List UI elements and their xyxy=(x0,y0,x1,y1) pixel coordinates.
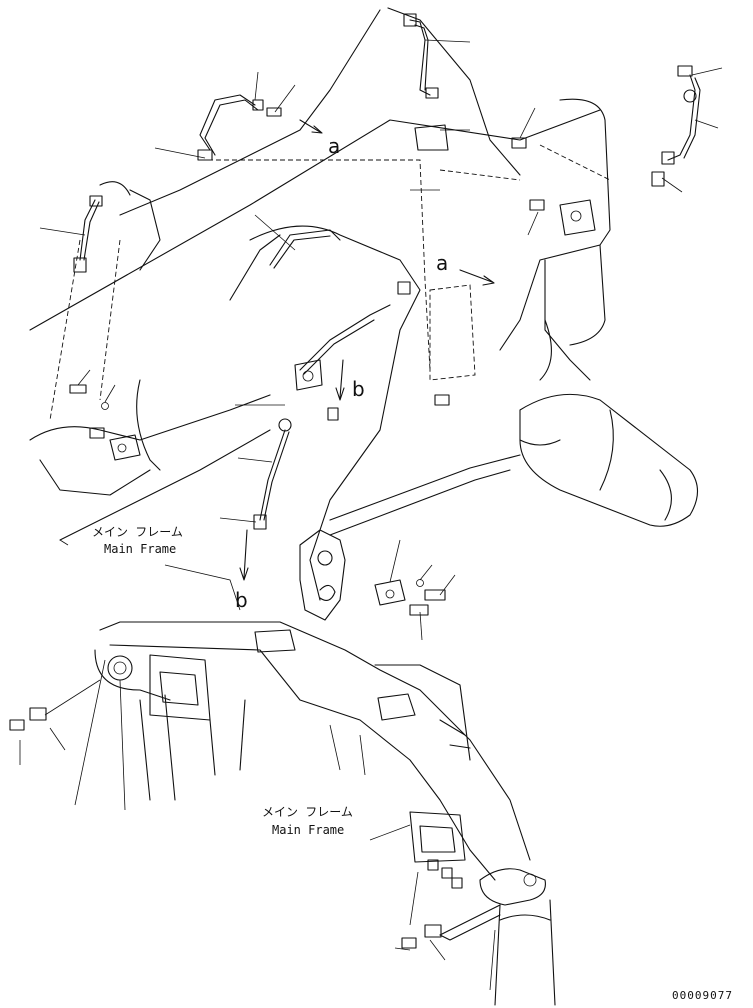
main-frame-label-upper-jp: メイン フレーム xyxy=(92,525,183,539)
ref-label-a-right: a xyxy=(436,251,448,275)
ref-label-a-left: a xyxy=(328,134,340,158)
main-frame-label-lower-en: Main Frame xyxy=(272,823,344,837)
upper-frame-assembly xyxy=(29,7,723,641)
ref-label-b-mid: b xyxy=(352,377,365,401)
main-frame-label-lower-jp: メイン フレーム xyxy=(262,805,353,819)
drawing-code: 00009077 xyxy=(672,989,733,1002)
lower-main-frame xyxy=(9,621,556,1006)
main-frame-label-upper-en: Main Frame xyxy=(104,542,176,556)
ref-label-b-lower: b xyxy=(235,588,248,612)
